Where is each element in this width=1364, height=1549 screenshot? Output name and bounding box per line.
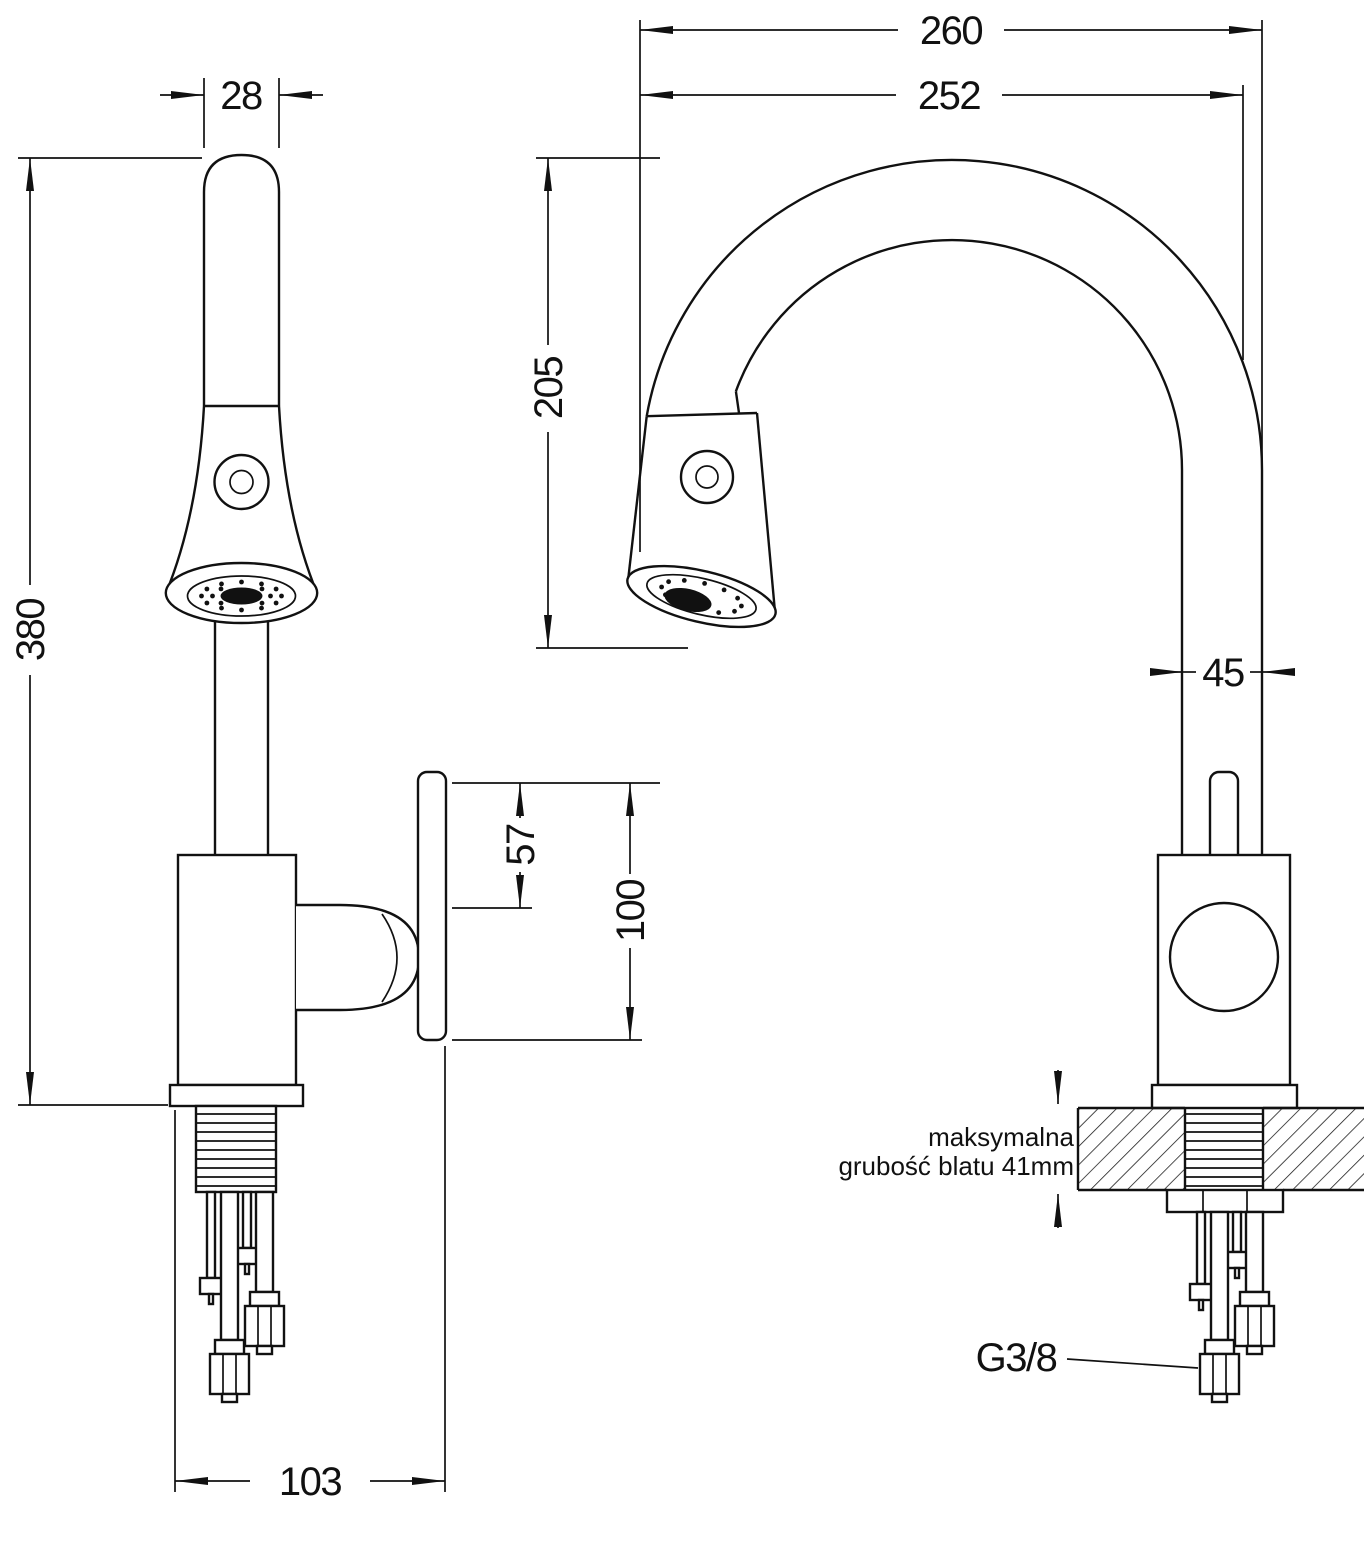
front-view-faucet (164, 153, 448, 1404)
dimension-57: 57 (452, 782, 660, 909)
front-riser-tube (213, 621, 270, 855)
front-spray-button (213, 453, 270, 511)
side-base-flange (1150, 1083, 1299, 1110)
front-mounting-hardware (198, 1190, 286, 1404)
front-body (176, 853, 298, 1087)
dimension-100: 100 (452, 783, 653, 1041)
dim-label-260: 260 (920, 9, 982, 53)
side-mounting-hardware (1188, 1210, 1276, 1404)
thread-label-text: G3/8 (976, 1336, 1057, 1380)
front-spout-tube (202, 153, 281, 408)
front-base-flange (168, 1083, 305, 1108)
dimension-205: 205 (527, 157, 688, 649)
dim-label-103: 103 (279, 1460, 341, 1504)
side-spray-head (626, 391, 777, 629)
front-handle (296, 770, 448, 1042)
note-line-2: grubość blatu 41mm (838, 1151, 1074, 1181)
thread-size-label: G3/8 (976, 1336, 1199, 1380)
dimension-260: 260 (639, 9, 1263, 552)
front-spray-head (164, 405, 319, 625)
dim-label-28: 28 (220, 74, 262, 118)
counter-thickness-note: maksymalna grubość blatu 41mm (838, 1122, 1074, 1181)
dimension-annotations: 260 252 205 45 (9, 9, 1295, 1504)
dimension-252: 252 (640, 74, 1244, 360)
dim-label-45: 45 (1202, 651, 1244, 695)
side-locknut (1165, 1188, 1285, 1214)
front-threaded-shank (194, 1104, 278, 1194)
dim-label-205: 205 (527, 357, 571, 419)
side-spray-button (679, 449, 735, 505)
front-aerator-dots (199, 579, 284, 613)
dim-label-57: 57 (499, 824, 543, 866)
front-lever (416, 770, 448, 1042)
dimension-380: 380 (9, 157, 202, 1106)
dimension-103: 103 (174, 1046, 446, 1504)
dim-label-100: 100 (609, 880, 653, 942)
dimension-28: 28 (160, 74, 323, 148)
dim-label-380: 380 (9, 599, 53, 661)
side-gooseneck-spout (645, 158, 1264, 855)
dim-label-252: 252 (918, 74, 980, 118)
note-line-1: maksymalna (928, 1122, 1074, 1152)
side-view-faucet (626, 158, 1364, 1404)
dimension-45: 45 (1150, 651, 1295, 695)
countertop-section (1076, 1106, 1364, 1192)
